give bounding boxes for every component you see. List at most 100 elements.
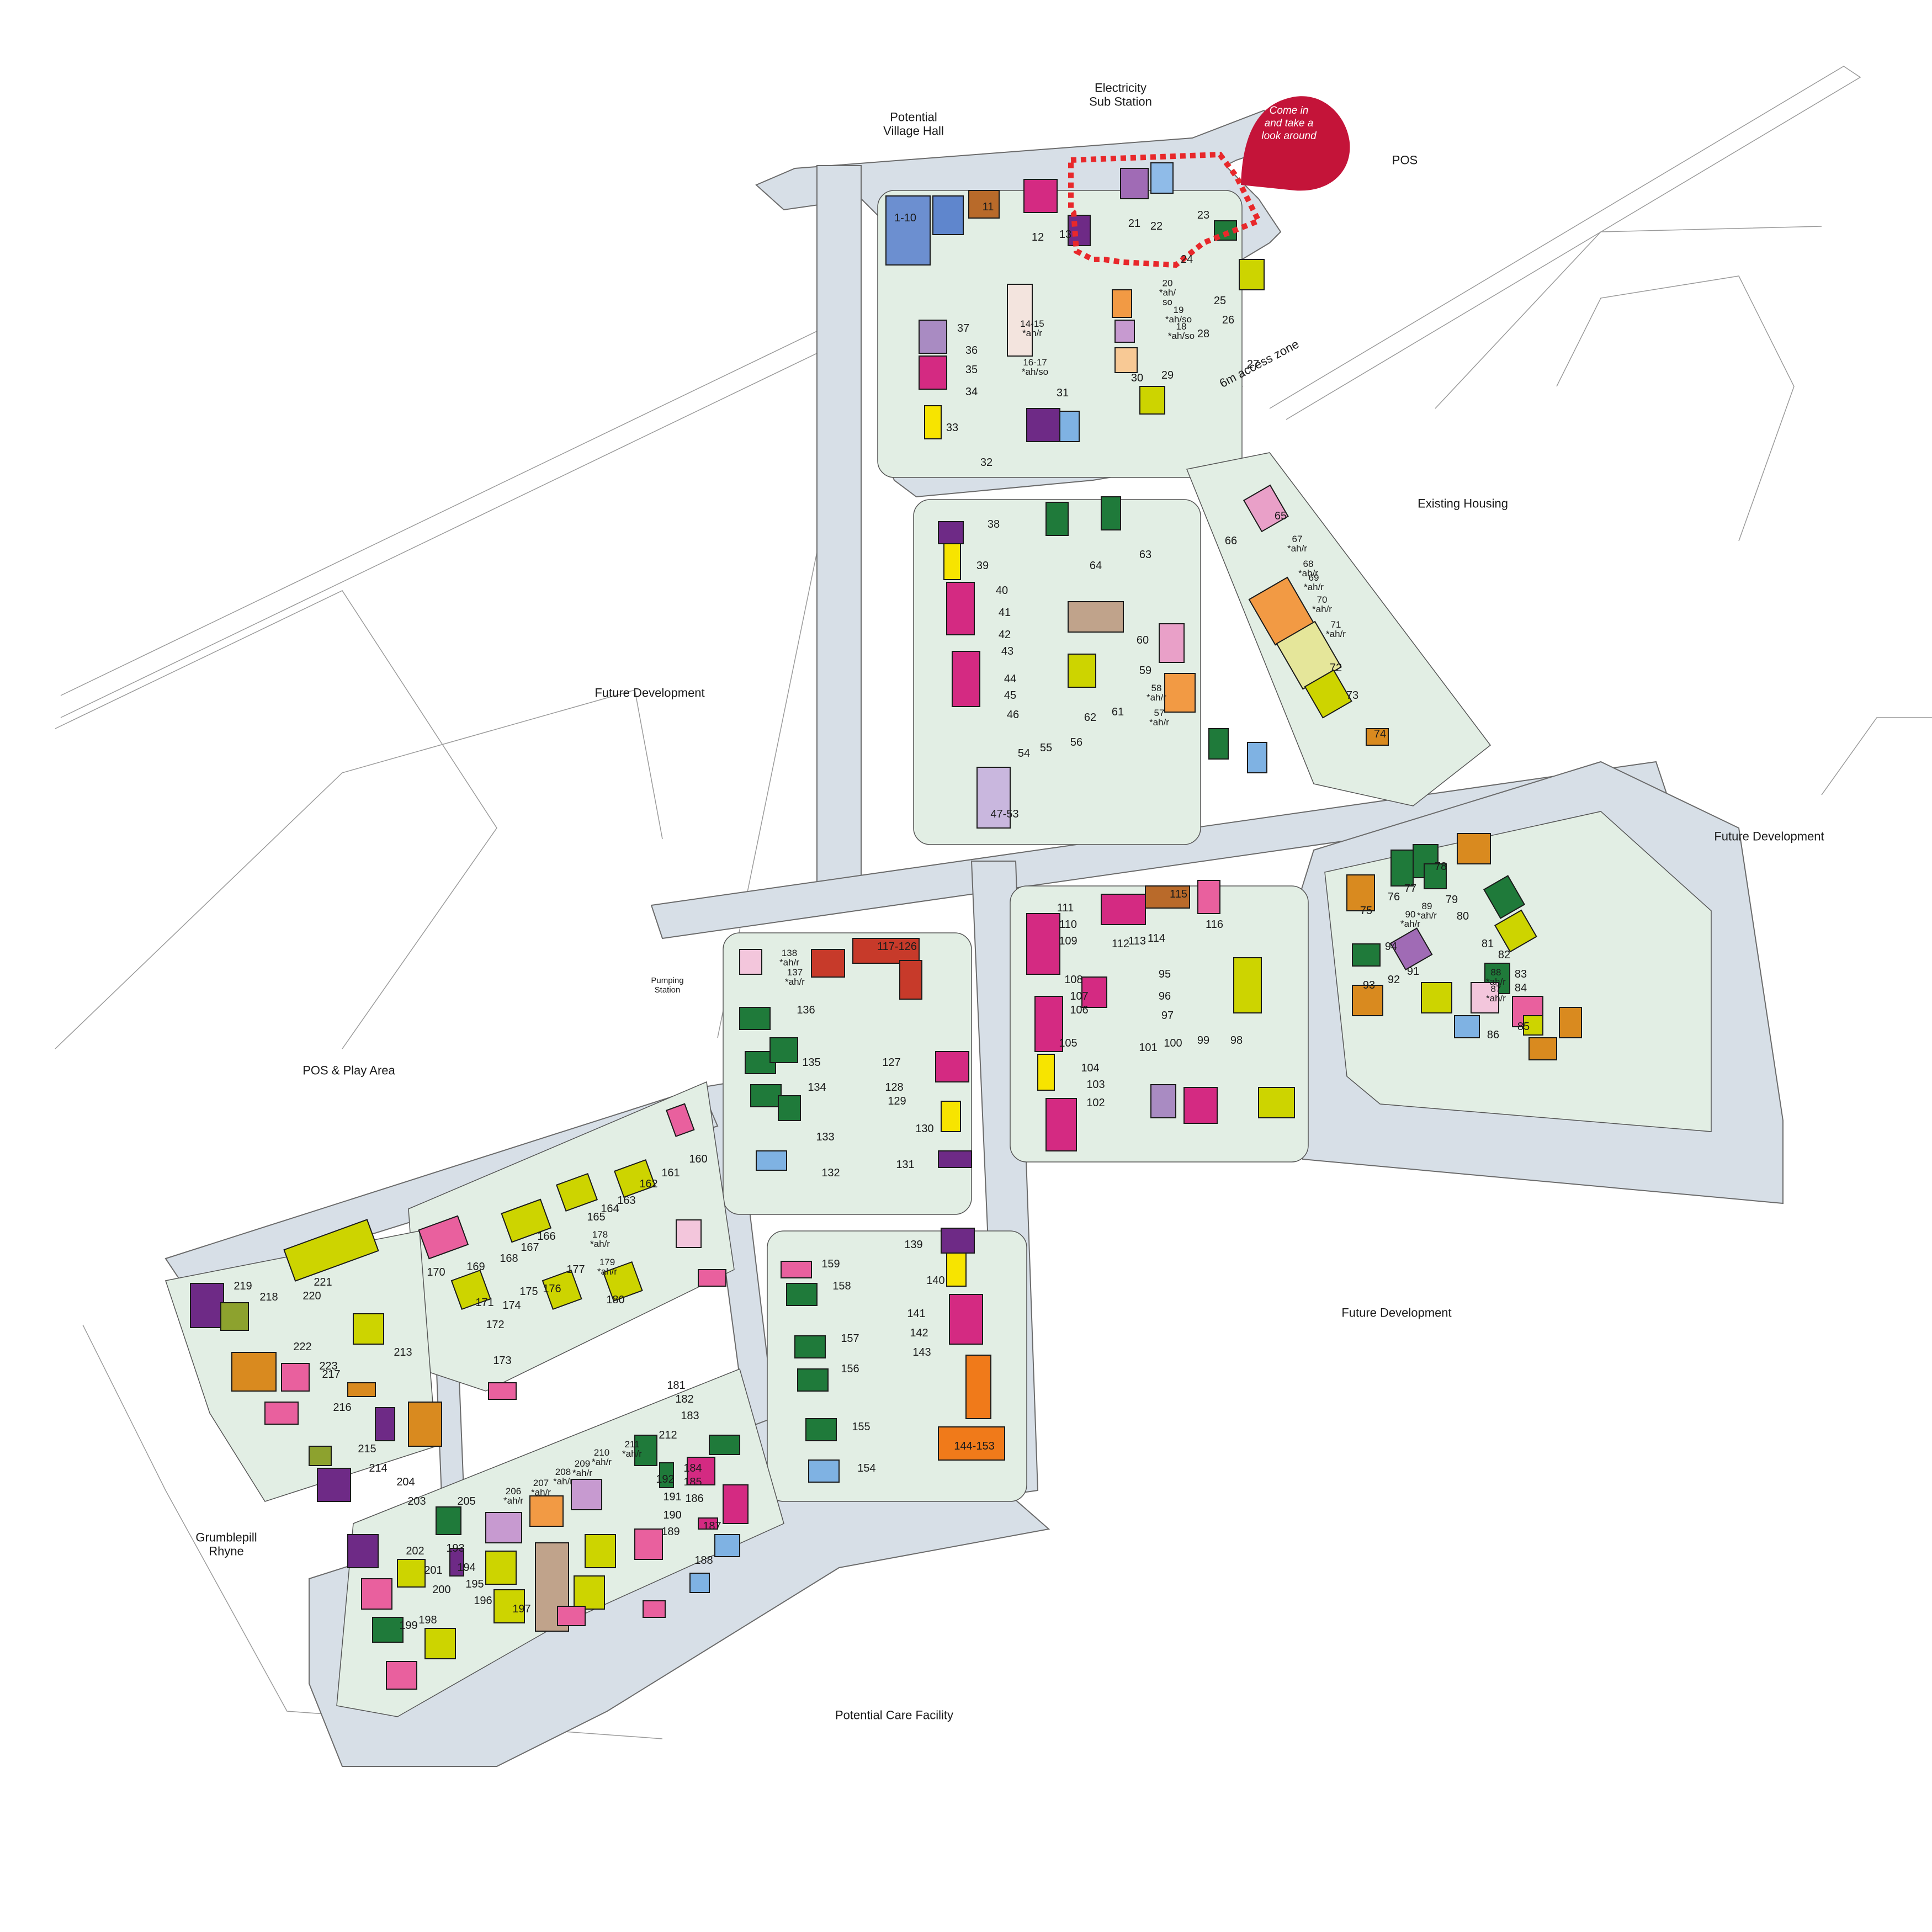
- plot-label[interactable]: 140: [926, 1275, 945, 1287]
- plot-label[interactable]: 177: [566, 1264, 585, 1276]
- plot-label[interactable]: 102: [1086, 1097, 1105, 1109]
- plot-label[interactable]: 222: [293, 1341, 312, 1353]
- plot-label[interactable]: 131: [896, 1159, 915, 1171]
- plot-label[interactable]: 43: [1001, 645, 1014, 657]
- plot-label[interactable]: 211 *ah/r: [622, 1439, 642, 1459]
- plot-label[interactable]: 163: [617, 1195, 636, 1207]
- plot-label[interactable]: 198: [418, 1614, 437, 1626]
- plot-label[interactable]: 56: [1070, 736, 1083, 749]
- plot-label[interactable]: 85: [1517, 1021, 1530, 1033]
- plot-label[interactable]: 175: [519, 1286, 538, 1298]
- plot-label[interactable]: 33: [946, 422, 959, 434]
- plot-label[interactable]: 95: [1158, 968, 1171, 980]
- plot-label[interactable]: 132: [821, 1167, 840, 1179]
- plot-label[interactable]: 24: [1180, 253, 1193, 266]
- plot-label[interactable]: 22: [1150, 220, 1163, 232]
- plot-label[interactable]: 20 *ah/ so: [1159, 278, 1176, 307]
- plot-label[interactable]: 183: [681, 1410, 699, 1422]
- plot-label[interactable]: 143: [912, 1346, 931, 1358]
- plot-label[interactable]: 208 *ah/r: [553, 1467, 573, 1487]
- plot-label[interactable]: 88 *ah/r: [1486, 967, 1506, 987]
- plot-label[interactable]: 35: [965, 364, 978, 376]
- plot-label[interactable]: 45: [1004, 689, 1017, 702]
- plot-label[interactable]: 141: [907, 1308, 926, 1320]
- plot-label[interactable]: 23: [1197, 209, 1210, 221]
- plot-label[interactable]: 213: [394, 1346, 412, 1358]
- plot-label[interactable]: 188: [694, 1554, 713, 1567]
- plot-label[interactable]: 186: [685, 1493, 704, 1505]
- plot-label[interactable]: 76: [1387, 891, 1400, 903]
- plot-label[interactable]: 201: [424, 1564, 443, 1577]
- plot-label[interactable]: 34: [965, 386, 978, 398]
- plot-label[interactable]: 136: [797, 1004, 815, 1016]
- plot-label[interactable]: 100: [1164, 1037, 1182, 1049]
- plot-label[interactable]: 174: [502, 1299, 521, 1312]
- plot-label[interactable]: 69 *ah/r: [1304, 572, 1324, 592]
- plot-label[interactable]: 202: [406, 1545, 424, 1557]
- plot-label[interactable]: 193: [446, 1542, 465, 1554]
- plot-label[interactable]: 44: [1004, 673, 1017, 685]
- plot-label[interactable]: 200: [432, 1584, 451, 1596]
- plot-label[interactable]: 165: [587, 1211, 606, 1223]
- plot-label[interactable]: 114: [1148, 932, 1165, 944]
- plot-label[interactable]: 28: [1197, 328, 1210, 340]
- plot-label[interactable]: 212: [659, 1429, 677, 1441]
- plot-label[interactable]: 13: [1059, 229, 1072, 241]
- plot-label[interactable]: 172: [486, 1319, 505, 1331]
- plot-label[interactable]: 164: [601, 1203, 619, 1215]
- plot-label[interactable]: 130: [915, 1123, 934, 1135]
- plot-label[interactable]: 155: [852, 1421, 871, 1433]
- plot-label[interactable]: 166: [537, 1230, 556, 1243]
- plot-label[interactable]: 71 *ah/r: [1326, 619, 1346, 639]
- plot-label[interactable]: 217: [322, 1368, 341, 1381]
- plot-label[interactable]: 75: [1360, 905, 1373, 917]
- plot-label[interactable]: 31: [1056, 387, 1069, 399]
- plot-label[interactable]: 38: [987, 518, 1000, 530]
- plot-label[interactable]: 109: [1059, 935, 1078, 947]
- plot-label[interactable]: 99: [1197, 1034, 1210, 1047]
- plot-label[interactable]: 189: [661, 1526, 680, 1538]
- plot-label[interactable]: 171: [475, 1297, 494, 1309]
- plot-label[interactable]: 40: [995, 585, 1009, 597]
- plot-label[interactable]: 182: [675, 1393, 694, 1405]
- plot-label[interactable]: 67 *ah/r: [1287, 534, 1307, 554]
- plot-label[interactable]: 19 *ah/so: [1165, 305, 1192, 325]
- plot-label[interactable]: 18 *ah/so: [1167, 321, 1195, 341]
- plot-label[interactable]: 156: [841, 1363, 859, 1375]
- plot-label[interactable]: 84: [1514, 982, 1527, 994]
- plot-label[interactable]: 62: [1084, 712, 1097, 724]
- plot-label[interactable]: 68 *ah/r: [1298, 559, 1318, 578]
- plot-label[interactable]: 90 *ah/r: [1400, 909, 1420, 929]
- plot-label[interactable]: 73: [1346, 689, 1359, 702]
- plot-label[interactable]: 203: [407, 1495, 426, 1508]
- plot-label[interactable]: 215: [358, 1443, 376, 1455]
- plot-label[interactable]: 112: [1112, 938, 1129, 950]
- plot-label[interactable]: 223: [319, 1360, 338, 1372]
- plot-label[interactable]: 221: [314, 1276, 332, 1288]
- plot-label[interactable]: 187: [703, 1520, 721, 1532]
- plot-label[interactable]: 116: [1206, 919, 1223, 931]
- plot-label[interactable]: 111: [1057, 902, 1074, 914]
- plot-label[interactable]: 107: [1070, 990, 1089, 1002]
- plot-label[interactable]: 197: [512, 1603, 531, 1615]
- plot-label[interactable]: 181: [667, 1379, 686, 1392]
- plot-label[interactable]: 105: [1059, 1037, 1078, 1049]
- plot-label[interactable]: 142: [910, 1327, 928, 1339]
- plot-label[interactable]: 94: [1384, 941, 1398, 953]
- plot-label[interactable]: 162: [639, 1178, 658, 1190]
- plot-label[interactable]: 61: [1111, 706, 1124, 718]
- plot-label[interactable]: 108: [1064, 974, 1083, 986]
- plot-label[interactable]: 12: [1031, 231, 1044, 243]
- plot-label[interactable]: 113: [1128, 935, 1146, 947]
- plot-label[interactable]: 209 *ah/r: [572, 1458, 592, 1478]
- plot-label[interactable]: 210 *ah/r: [592, 1447, 612, 1467]
- plot-label[interactable]: 89 *ah/r: [1417, 901, 1437, 921]
- plot-label[interactable]: 168: [500, 1252, 518, 1265]
- plot-label[interactable]: 190: [663, 1509, 682, 1521]
- plot-label[interactable]: 173: [493, 1355, 512, 1367]
- plot-label[interactable]: 72: [1329, 662, 1342, 674]
- plot-label[interactable]: 83: [1514, 968, 1527, 980]
- plot-label[interactable]: 185: [683, 1476, 702, 1488]
- plot-label[interactable]: 80: [1456, 910, 1469, 922]
- plot-label[interactable]: 87 *ah/r: [1486, 984, 1506, 1004]
